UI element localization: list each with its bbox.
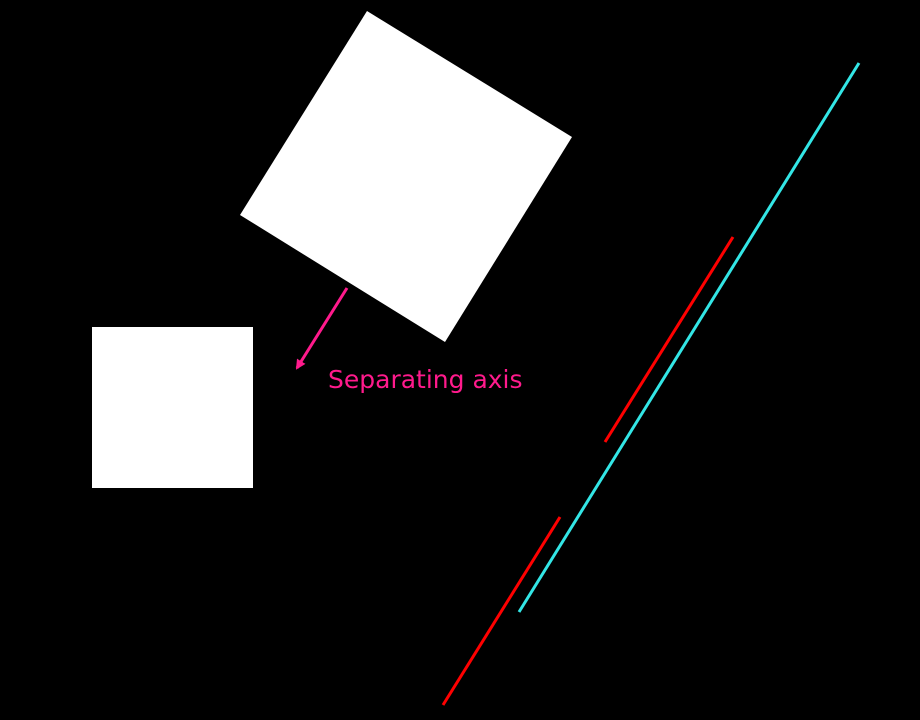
separating-axis-label: Separating axis xyxy=(328,365,523,394)
rotated-square xyxy=(240,11,572,342)
projection-interval-axis-aligned-square xyxy=(441,516,562,706)
projection-axis-line xyxy=(517,62,861,613)
projection-interval-rotated-square xyxy=(603,236,735,443)
separating-axis-arrow xyxy=(295,287,349,370)
axis-aligned-square xyxy=(92,327,253,488)
